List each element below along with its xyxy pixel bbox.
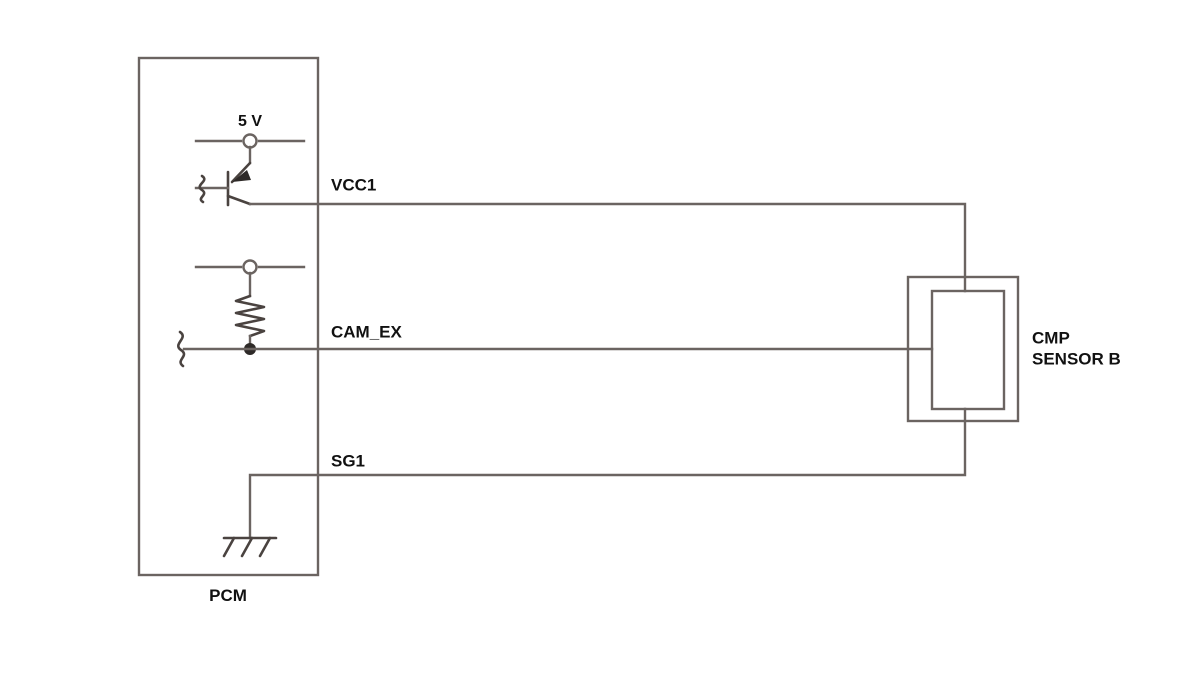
ground-hatch-1 xyxy=(222,536,236,558)
wire-label-vcc1: VCC1 xyxy=(331,175,376,194)
pcm-enclosure xyxy=(137,56,320,577)
wire-sg1 xyxy=(248,407,967,540)
ground-hatch-2 xyxy=(240,536,254,558)
wire-label-sg1: SG1 xyxy=(331,451,365,470)
sensor-label-line2: SENSOR B xyxy=(1032,349,1121,368)
ground-hatch-3 xyxy=(258,536,272,558)
transistor-emitter-arrowhead xyxy=(232,170,251,182)
transistor-emitter-diagonal xyxy=(230,161,252,184)
wire-vcc1 xyxy=(248,202,967,293)
transistor-collector-diagonal xyxy=(226,194,252,206)
resistor-zigzag xyxy=(234,294,266,338)
pcm-label: PCM xyxy=(209,586,247,605)
wire-label-cam-ex: CAM_EX xyxy=(331,322,403,341)
cam-ex-break-squiggle xyxy=(177,330,186,368)
supply-label: 5 V xyxy=(238,113,262,130)
supply-node-circle xyxy=(242,133,258,149)
base-lead-break-squiggle xyxy=(198,174,206,204)
pullup-node-circle xyxy=(242,259,258,275)
sensor-inner-box xyxy=(930,289,1006,411)
sensor-label-line1: CMP xyxy=(1032,328,1070,347)
sensor-outer-box xyxy=(906,275,1020,423)
